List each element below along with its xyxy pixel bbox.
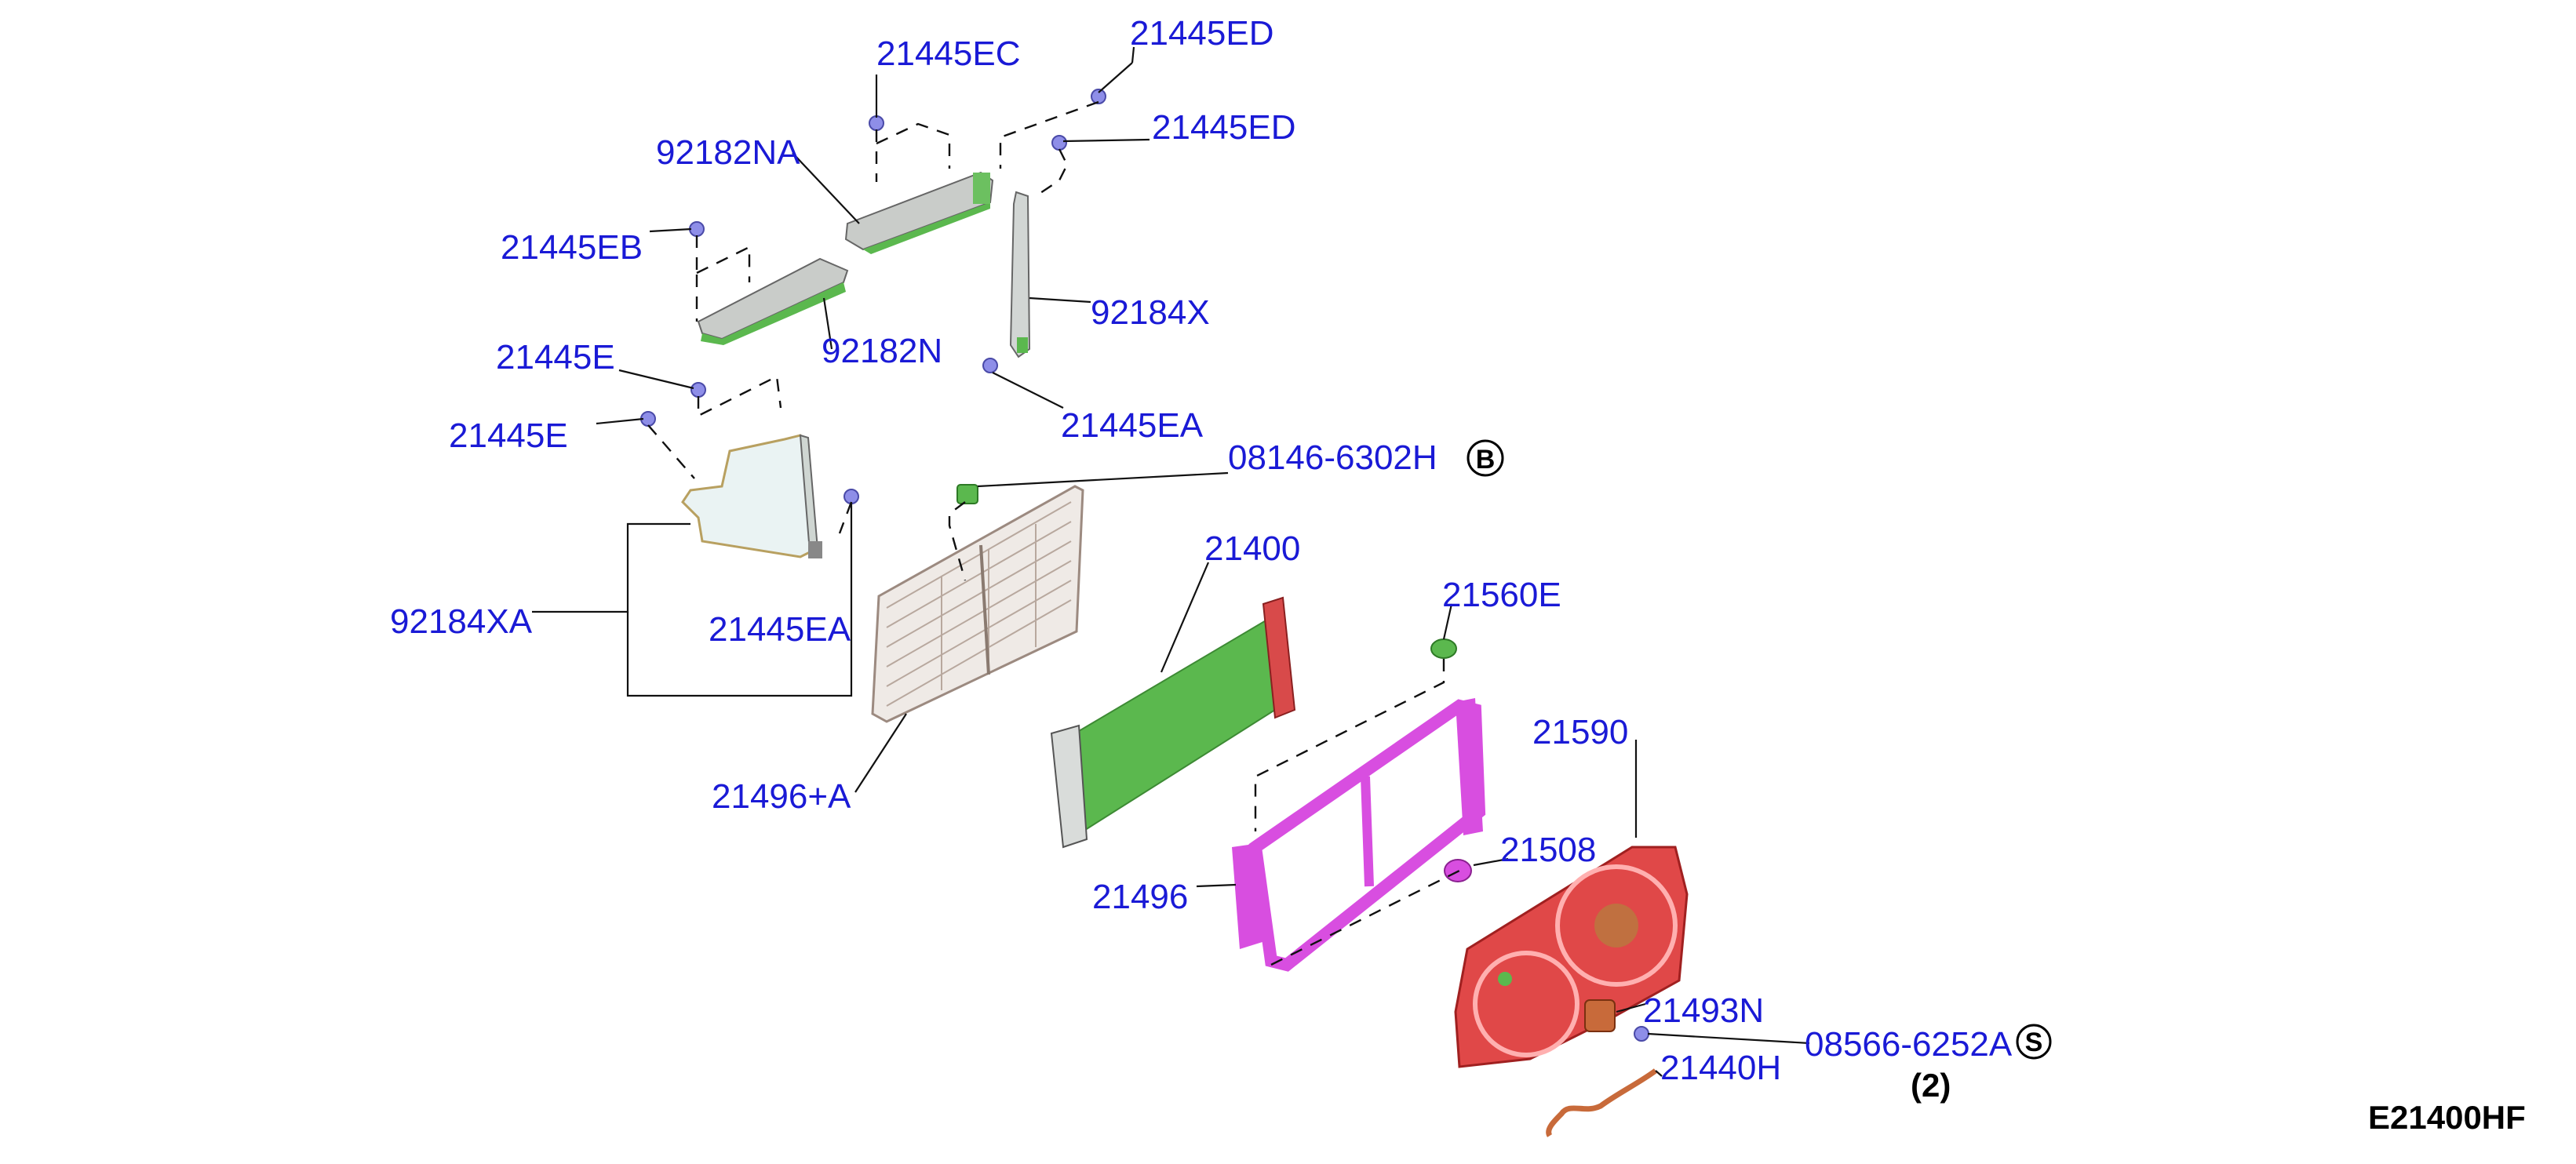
fan-resistor-21493n bbox=[1584, 999, 1616, 1032]
label-21445ed-top: 21445ED bbox=[1130, 14, 1273, 53]
label-08146-6302h: 08146-6302H bbox=[1228, 438, 1437, 477]
fan-shroud-21590 bbox=[1454, 846, 1689, 1068]
svg-text:B: B bbox=[1476, 445, 1496, 475]
label-92184xa: 92184XA bbox=[390, 602, 533, 641]
air-guide-upper bbox=[844, 171, 994, 254]
label-92182n: 92182N bbox=[822, 332, 942, 370]
label-21445ea-upper: 21445EA bbox=[1061, 406, 1204, 445]
marker-b-icon: B bbox=[1467, 439, 1504, 477]
label-21496a: 21496+A bbox=[712, 777, 851, 816]
label-21496: 21496 bbox=[1092, 878, 1188, 916]
label-21445e-upper: 21445E bbox=[496, 338, 615, 376]
label-21445ed-mid: 21445ED bbox=[1152, 108, 1295, 147]
mesh-panel-21496a bbox=[871, 485, 1084, 723]
frame-21496 bbox=[1232, 698, 1486, 972]
leader-lines bbox=[532, 46, 1810, 1077]
svg-text:S: S bbox=[2025, 1028, 2043, 1057]
label-21493n: 21493N bbox=[1643, 991, 1764, 1030]
label-21445ec: 21445EC bbox=[876, 35, 1020, 73]
label-08566-6252a: 08566-6252A bbox=[1805, 1025, 2013, 1064]
side-seal-92184x bbox=[1009, 191, 1031, 358]
label-21560e: 21560E bbox=[1442, 576, 1561, 614]
label-21440h: 21440H bbox=[1660, 1049, 1781, 1087]
label-92182na: 92182NA bbox=[656, 133, 800, 172]
label-21445ea-lower: 21445EA bbox=[709, 610, 851, 649]
radiator-21400 bbox=[1050, 596, 1296, 849]
label-21445e-lower: 21445E bbox=[449, 416, 568, 455]
air-duct-92184xa bbox=[681, 434, 822, 558]
quantity-note: (2) bbox=[1911, 1067, 1951, 1104]
clip-21560e bbox=[1430, 638, 1457, 659]
label-21508: 21508 bbox=[1500, 831, 1596, 869]
label-21590: 21590 bbox=[1532, 713, 1628, 751]
marker-s-icon: S bbox=[2016, 1024, 2052, 1060]
air-guide-lower bbox=[697, 257, 849, 345]
bolt-08146 bbox=[956, 484, 978, 504]
label-21445eb: 21445EB bbox=[501, 228, 643, 267]
label-92184x: 92184X bbox=[1091, 293, 1210, 332]
fan-harness-21440h bbox=[1546, 1068, 1658, 1137]
diagram-code: E21400HF bbox=[2368, 1099, 2526, 1136]
assembly-guides bbox=[647, 100, 1460, 966]
label-21400: 21400 bbox=[1204, 529, 1300, 568]
